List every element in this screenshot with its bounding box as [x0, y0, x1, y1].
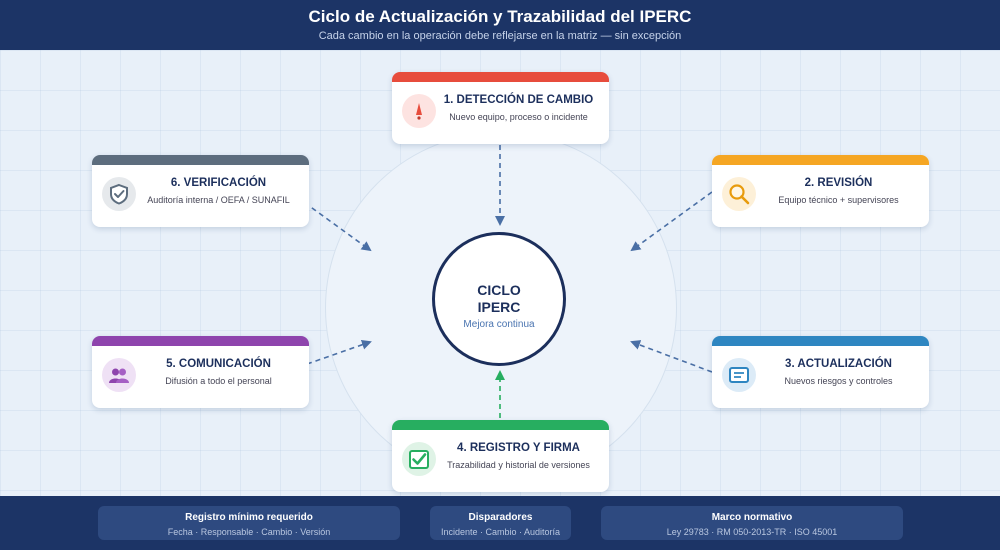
- step-card-verification: 6. VERIFICACIÓN Auditoría interna / OEFA…: [92, 155, 309, 227]
- footer-box-minimum-registry: Registro mínimo requerido Fecha · Respon…: [98, 506, 400, 540]
- step-card-revision: 2. REVISIÓN Equipo técnico + supervisore…: [712, 155, 929, 227]
- center-caption: Mejora continua: [463, 319, 535, 330]
- step-subtitle: Nuevo equipo, proceso o incidente: [449, 112, 588, 122]
- magnifier-icon: [722, 177, 756, 211]
- step-subtitle: Trazabilidad y historial de versiones: [447, 460, 590, 470]
- footer-box-title: Marco normativo: [711, 512, 793, 523]
- arrow-revision: [630, 191, 713, 252]
- step-subtitle: Nuevos riesgos y controles: [784, 376, 893, 386]
- footer-box-title: Disparadores: [468, 512, 533, 523]
- checkbox-icon: [402, 442, 436, 476]
- page-subtitle: Cada cambio en la operación debe refleja…: [318, 30, 682, 42]
- footer: Registro mínimo requerido Fecha · Respon…: [0, 496, 1000, 550]
- arrow-verification: [289, 191, 372, 252]
- step-title: 2. REVISIÓN: [804, 177, 873, 189]
- footer-box-triggers: Disparadores Incidente · Cambio · Audito…: [430, 506, 571, 540]
- step-color-bar: [712, 336, 929, 346]
- step-title: 3. ACTUALIZACIÓN: [785, 358, 892, 370]
- step-color-bar: [392, 72, 609, 82]
- step-color-bar: [92, 336, 309, 346]
- center-line-2: IPERC: [477, 299, 521, 315]
- step-subtitle: Equipo técnico + supervisores: [778, 195, 899, 205]
- cycle-center: CICLO IPERC Mejora continua: [432, 232, 566, 366]
- header: Ciclo de Actualización y Trazabilidad de…: [0, 0, 1000, 50]
- people-icon: [102, 358, 136, 392]
- step-card-update: 3. ACTUALIZACIÓN Nuevos riesgos y contro…: [712, 336, 929, 408]
- step-title: 1. DETECCIÓN DE CAMBIO: [443, 94, 594, 106]
- step-card-communication: 5. COMUNICACIÓN Difusión a todo el perso…: [92, 336, 309, 408]
- shield-check-icon: [102, 177, 136, 211]
- footer-box-title: Registro mínimo requerido: [185, 512, 313, 523]
- step-title: 5. COMUNICACIÓN: [166, 358, 271, 370]
- footer-box-normative-framework: Marco normativo Ley 29783 · RM 050-2013-…: [601, 506, 903, 540]
- step-subtitle: Difusión a todo el personal: [165, 376, 272, 386]
- footer-box-subtitle: Fecha · Responsable · Cambio · Versión: [167, 527, 331, 537]
- step-title: 4. REGISTRO Y FIRMA: [457, 442, 580, 454]
- arrow-update: [630, 340, 713, 373]
- step-card-registry: 4. REGISTRO Y FIRMA Trazabilidad y histo…: [392, 420, 609, 492]
- alert-icon: [402, 94, 436, 128]
- step-color-bar: [92, 155, 309, 165]
- step-color-bar: [392, 420, 609, 430]
- center-line-1: CICLO: [477, 282, 521, 298]
- step-card-detection: 1. DETECCIÓN DE CAMBIO Nuevo equipo, pro…: [392, 72, 609, 144]
- footer-box-subtitle: Incidente · Cambio · Auditoría: [440, 527, 561, 537]
- footer-box-subtitle: Ley 29783 · RM 050-2013-TR · ISO 45001: [666, 527, 838, 537]
- step-color-bar: [712, 155, 929, 165]
- page-title: Ciclo de Actualización y Trazabilidad de…: [308, 7, 692, 26]
- document-icon: [722, 358, 756, 392]
- step-title: 6. VERIFICACIÓN: [170, 177, 267, 189]
- step-subtitle: Auditoría interna / OEFA / SUNAFIL: [147, 195, 290, 205]
